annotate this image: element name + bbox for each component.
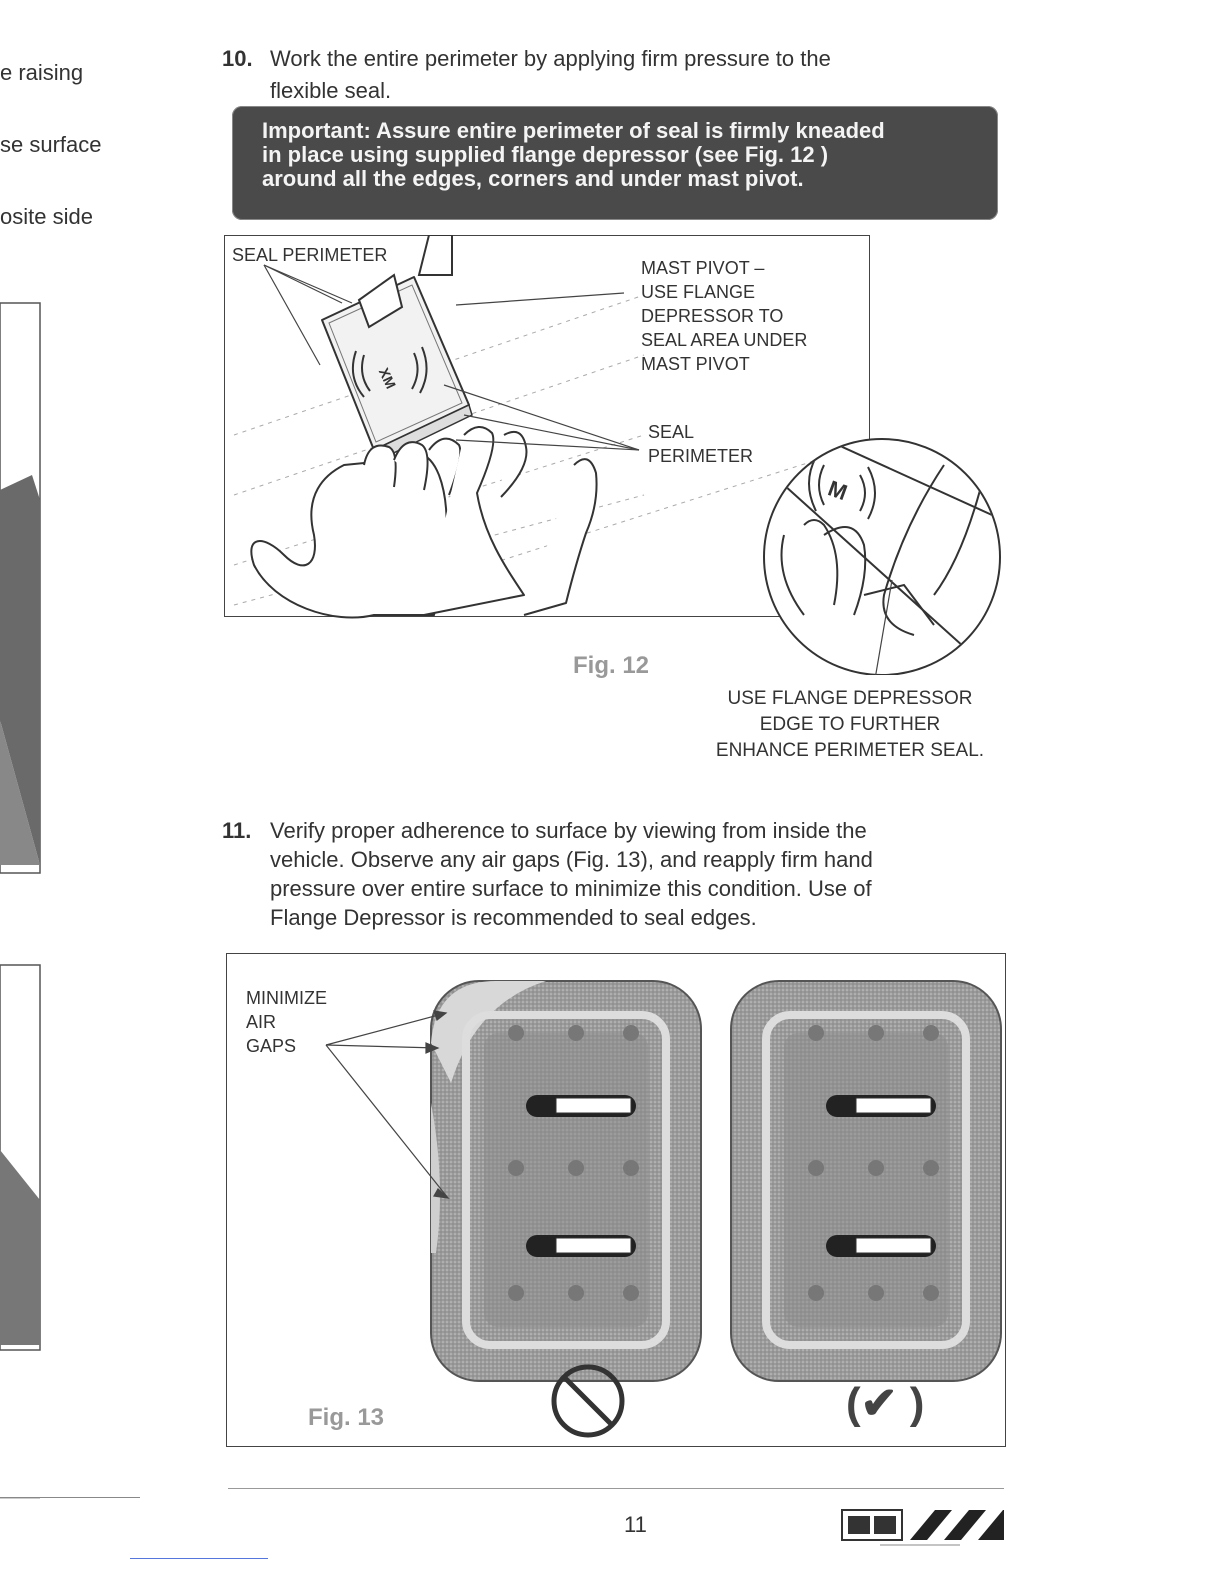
flange-note-line-3: ENHANCE PERIMETER SEAL. (715, 740, 985, 761)
left-text-fragment-1: e raising (0, 60, 84, 85)
fig-13-illustration (325, 980, 1002, 1438)
minimize-line-3: GAPS (246, 1036, 297, 1056)
important-line-2: in place using supplied flange depressor… (262, 142, 829, 167)
fig-12-illustration: XM (233, 235, 1001, 675)
fig-12-inset-circle: M (763, 438, 1001, 675)
xm-antenna-device: XM (321, 235, 473, 463)
seal-perimeter-right-line-1: SEAL (648, 422, 695, 442)
step-10-line-1: Work the entire perimeter by applying fi… (270, 46, 831, 71)
prohibited-icon (551, 1364, 625, 1438)
mast-pivot-line-1: MAST PIVOT – (641, 258, 765, 278)
left-cropped-figures (0, 302, 41, 1499)
fig-13-left-panel-air-gaps (430, 980, 702, 1382)
step-10-number: 10. (222, 46, 253, 71)
fig-13-right-panel-proper (730, 980, 1002, 1382)
minimize-line-1: MINIMIZE (246, 988, 327, 1008)
minimize-line-2: AIR (246, 1012, 277, 1032)
important-line-3: around all the edges, corners and under … (262, 166, 804, 191)
fig-12-seal-perimeter-right: SEAL PERIMETER (648, 420, 753, 468)
step-11-line-3: pressure over entire surface to minimize… (270, 876, 872, 901)
page-number: 11 (624, 1512, 647, 1537)
step-11-number: 11. (222, 818, 252, 843)
left-footer-rule (0, 1497, 140, 1498)
fig-12-caption: Fig. 12 (573, 652, 650, 679)
left-text-fragment-3: osite side (0, 204, 93, 229)
mast-pivot-line-3: DEPRESSOR TO (641, 306, 784, 326)
left-bottom-blue-rule (130, 1558, 268, 1559)
fig-12-mast-pivot-label: MAST PIVOT – USE FLANGE DEPRESSOR TO SEA… (641, 256, 807, 376)
fig-13-minimize-air-gaps-label: MINIMIZE AIR GAPS (246, 986, 327, 1058)
mast-pivot-line-5: MAST PIVOT (641, 354, 750, 374)
fig-12-seal-perimeter-top: SEAL PERIMETER (232, 245, 388, 265)
fig-12-flange-note: USE FLANGE DEPRESSOR EDGE TO FURTHER ENH… (700, 686, 1000, 764)
step-10-line-2: flexible seal. (270, 78, 392, 103)
step-11-line-1: Verify proper adherence to surface by vi… (270, 818, 867, 843)
step-11-line-2: vehicle. Observe any air gaps (Fig. 13),… (270, 847, 873, 872)
seal-perimeter-right-line-2: PERIMETER (648, 446, 754, 466)
hands-illustration (250, 426, 598, 619)
left-text-fragment-2: se surface (0, 132, 102, 157)
step-10: 10. Work the entire perimeter by applyin… (222, 44, 982, 106)
flange-note-line-1: USE FLANGE DEPRESSOR (727, 688, 973, 709)
flange-note-line-2: EDGE TO FURTHER (759, 714, 941, 735)
fig-13-caption: Fig. 13 (308, 1404, 385, 1431)
footer-rule (228, 1488, 1004, 1489)
mast-pivot-line-4: SEAL AREA UNDER (641, 330, 808, 350)
important-line-1: Important: Assure entire perimeter of se… (262, 118, 885, 143)
check-mark-icon: (✔ ) (846, 1379, 925, 1428)
step-11: 11. Verify proper adherence to surface b… (222, 816, 982, 936)
mast-pivot-line-2: USE FLANGE (641, 282, 756, 302)
brand-logo-icon (841, 1509, 1004, 1546)
important-banner: Important: Assure entire perimeter of se… (232, 106, 998, 220)
step-11-line-4: Flange Depressor is recommended to seal … (270, 905, 757, 930)
